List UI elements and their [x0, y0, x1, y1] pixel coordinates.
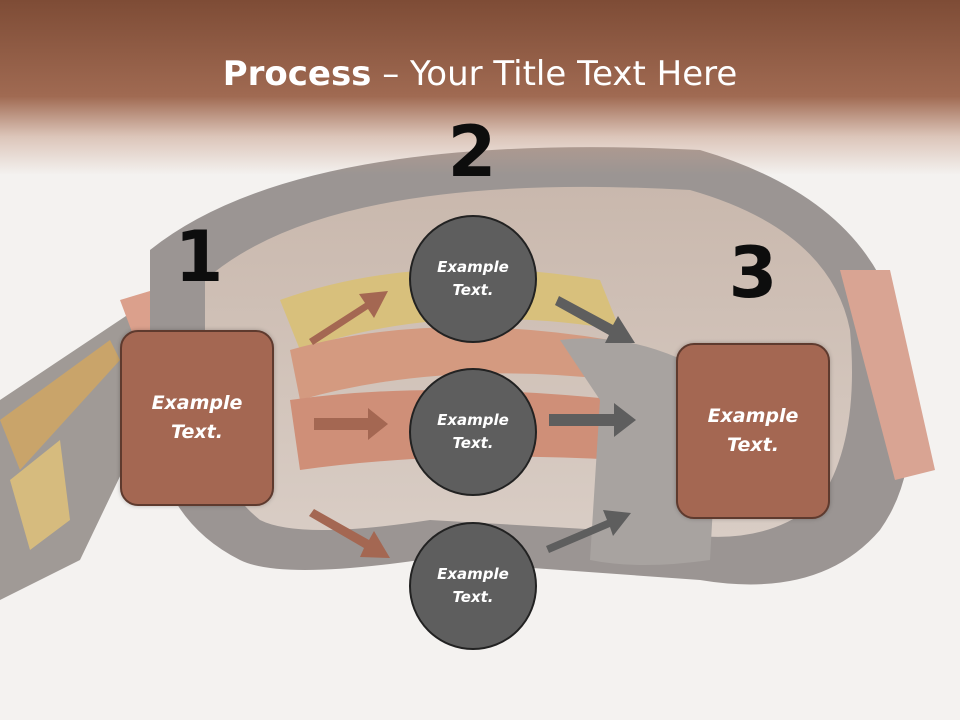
slide-title: Process – Your Title Text Here: [0, 50, 960, 98]
title-bold: Process: [222, 54, 372, 94]
step-number-3: 3: [728, 232, 778, 314]
step-3-text: Example Text.: [707, 405, 799, 456]
step-2-circle-top[interactable]: Example Text.: [409, 215, 537, 343]
circle-bottom-text: Example Text.: [437, 565, 509, 606]
title-rest: – Your Title Text Here: [371, 54, 738, 94]
circle-middle-text: Example Text.: [437, 411, 509, 452]
step-number-1: 1: [174, 216, 224, 298]
step-2-circle-bottom[interactable]: Example Text.: [409, 522, 537, 650]
header-band: [0, 0, 960, 175]
step-2-circle-middle[interactable]: Example Text.: [409, 368, 537, 496]
circle-top-text: Example Text.: [437, 258, 509, 299]
step-1-box[interactable]: Example Text.: [120, 330, 274, 506]
step-1-text: Example Text.: [151, 392, 243, 443]
step-number-2: 2: [447, 111, 497, 193]
step-3-box[interactable]: Example Text.: [676, 343, 830, 519]
